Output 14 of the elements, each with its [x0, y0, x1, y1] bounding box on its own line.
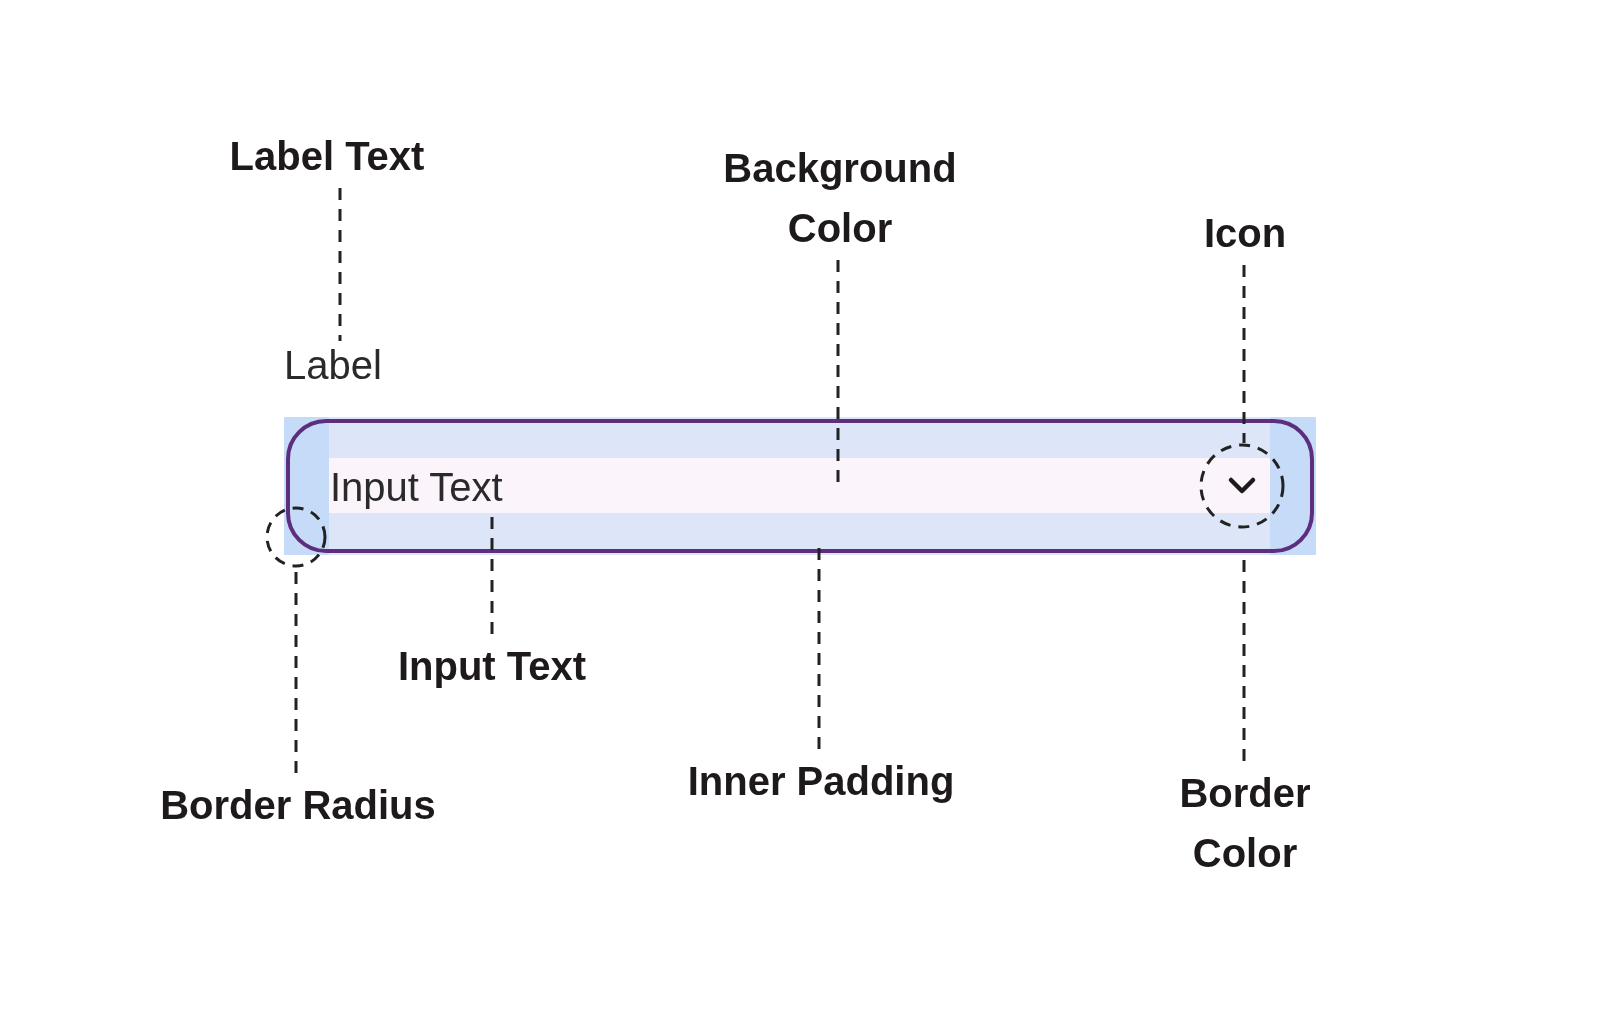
leader-line [338, 188, 342, 341]
highlight-circle [1199, 443, 1285, 529]
callout-label: Label Text [167, 126, 487, 186]
placeholder-text: Input Text [330, 463, 503, 511]
leader-line [1242, 265, 1246, 443]
callout-label: Background Color [700, 138, 980, 258]
highlight-circle [265, 506, 327, 568]
callout-label: Border Color [1150, 763, 1340, 883]
field-label: Label [284, 341, 382, 389]
callout-label: Icon [1165, 203, 1325, 263]
callout-label: Inner Padding [641, 751, 1001, 811]
callout-label: Input Text [332, 636, 652, 696]
leader-line [836, 260, 840, 485]
callout-label: Border Radius [118, 775, 478, 835]
